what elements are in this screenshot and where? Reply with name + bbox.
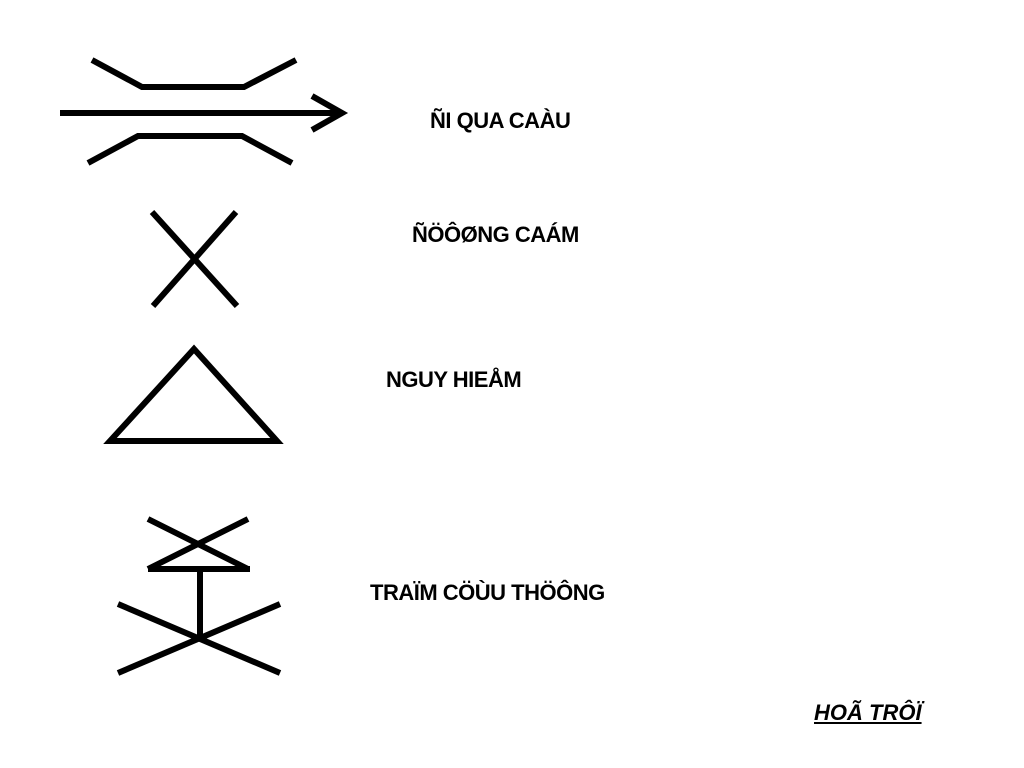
help-link[interactable]: HOÃ TRÔÏ — [814, 700, 922, 725]
sign-label-first-aid: TRAÏM CÖÙU THÖÔNG — [370, 580, 605, 605]
sign-label-no-entry: ÑÖÔØNG CAÁM — [412, 222, 579, 247]
sign-label-danger: NGUY HIEÅM — [386, 367, 522, 392]
sign-label-bridge: ÑI QUA CAÀU — [430, 108, 571, 133]
